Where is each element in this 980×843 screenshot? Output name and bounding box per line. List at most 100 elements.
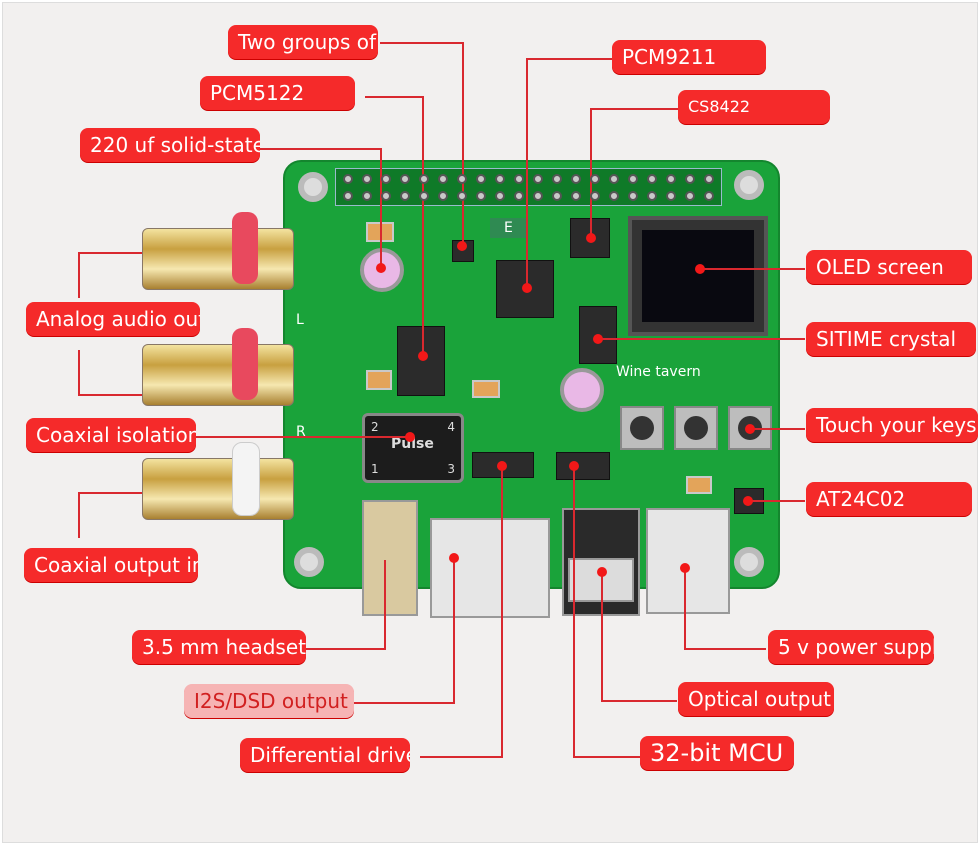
gpio-pin [533,174,543,184]
mounting-hole-bottom-right [734,547,764,577]
label-cs8422: CS8422 [678,90,830,124]
leader-line [384,560,386,650]
gpio-pin [666,191,676,201]
marker-dot [376,263,386,273]
leader-line [750,428,805,430]
leader-line [501,466,503,758]
gpio-pin [419,191,429,201]
gpio-pin [704,191,714,201]
leader-line [573,466,575,758]
leader-line [601,572,603,702]
leader-line [78,394,142,396]
label-i2s-dsd: I2S/DSD output [184,684,354,718]
gpio-pin [476,174,486,184]
leader-line [420,756,502,758]
leader-line [180,436,410,438]
marker-dot [586,233,596,243]
leader-line [422,96,424,356]
mounting-hole-top-right [734,170,764,200]
leader-line [78,252,142,254]
rca-left-connector [142,228,294,290]
silk-wine-tavern: Wine tavern [616,364,701,380]
leader-line [526,58,612,60]
rca-coax-connector [142,458,294,520]
pcm5122-chip [397,326,445,396]
gpio-pin [552,191,562,201]
marker-dot [405,432,415,442]
leader-line [350,702,454,704]
gpio-pin [685,191,695,201]
pin-number: 3 [447,462,455,476]
gpio-pin [571,174,581,184]
gpio-pin [362,191,372,201]
headset-jack [362,500,418,616]
gpio-pin [628,174,638,184]
gpio-pin [514,191,524,201]
gpio-pin [647,191,657,201]
key-button-menu[interactable] [620,406,664,450]
gpio-pin [495,191,505,201]
leader-line [250,148,380,150]
gpio-pin [590,191,600,201]
marker-dot [593,334,603,344]
gpio-pin [571,191,581,201]
gpio-pin [438,174,448,184]
pulse-transformer: 2 4 Pulse 1 3 [362,413,464,483]
marker-dot [569,461,579,471]
leader-line [380,42,462,44]
gpio-pin [400,191,410,201]
mounting-hole-bottom-left [294,547,324,577]
pulse-brand: Pulse [391,436,434,452]
gpio-pin [647,174,657,184]
gpio-pin [552,174,562,184]
label-differential-drive: Differential drive [240,738,410,772]
label-power-supply: 5 v power supply input [768,630,934,664]
power-port [646,508,730,614]
gpio-pin [628,191,638,201]
tantalum-cap [366,370,392,390]
leader-line [748,500,805,502]
leader-line [601,700,677,702]
gpio-pin [457,174,467,184]
gpio-pin [590,174,600,184]
gpio-pin [666,174,676,184]
gpio-pin [381,191,391,201]
tantalum-cap [472,380,500,398]
leader-line [365,96,423,98]
marker-dot [597,567,607,577]
gpio-pin [343,174,353,184]
gpio-pin [609,174,619,184]
tantalum-cap [686,476,712,494]
leader-line [526,58,528,288]
pin-number: 1 [371,462,379,476]
gpio-pin [457,191,467,201]
marker-dot [680,563,690,573]
label-pcm5122: PCM5122 [200,76,355,110]
key-button-left[interactable] [674,406,718,450]
label-sitime-crystal: SITIME crystal [806,322,976,356]
label-pcm9211: PCM9211 [612,40,766,74]
label-analog-audio: Analog audio output [26,302,200,336]
leader-line [78,350,80,396]
label-oled-screen: OLED screen [806,250,972,284]
leader-line [573,756,641,758]
leader-line [380,148,382,268]
marker-dot [497,461,507,471]
leader-line [453,558,455,704]
gpio-pin [362,174,372,184]
rca-right-ring [232,328,258,400]
marker-dot [695,264,705,274]
oled-display-area [642,230,754,322]
rca-left-ring [232,212,258,284]
gpio-pin [609,191,619,201]
capacitor-secondary [560,368,604,412]
gpio-header [335,168,722,206]
leader-line [78,252,80,298]
gpio-pin [533,191,543,201]
leader-line [590,108,678,110]
hdmi-i2s-port [430,518,550,618]
silk-e-mark: E [490,218,527,238]
marker-dot [743,496,753,506]
label-coaxial-isolation: Coaxial isolation cable [26,418,196,452]
oled-screen [628,216,768,336]
